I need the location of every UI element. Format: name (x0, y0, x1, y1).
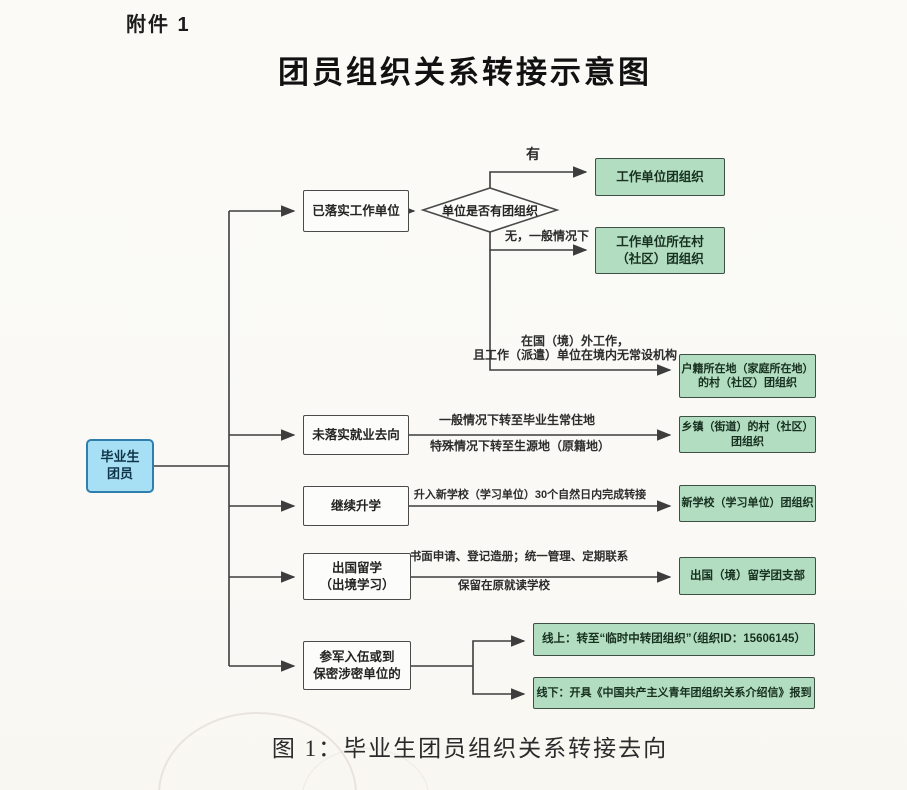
edge-label-has-league: 有 (526, 146, 540, 162)
result-online-transfer: 线上：转至“临时中转团组织”（组织ID：15606145） (533, 623, 815, 656)
result-offline-letter: 线下：开具《中国共产主义青年团组织关系介绍信》报到 (533, 677, 815, 709)
result-new-school-league: 新学校（学习单位）团组织 (679, 485, 816, 522)
edge-label-new-school-rule: 升入新学校（学习单位）30个自然日内完成转接 (413, 489, 647, 501)
decision-unit-has-league: 单位是否有团组织 (441, 204, 538, 218)
node-no-employment: 未落实就业去向 (303, 415, 409, 455)
figure-caption: 图 1：毕业生团员组织关系转接去向 (271, 736, 669, 761)
attachment-label: 附件 1 (126, 14, 191, 36)
node-further-study: 继续升学 (303, 486, 409, 526)
result-household-village-league: 户籍所在地（家庭所在地） 的村（社区）团组织 (679, 354, 816, 398)
edge-label-keep-school: 保留在原就读学校 (458, 580, 550, 592)
node-work-unit-secured: 已落实工作单位 (303, 190, 409, 232)
result-work-unit-village-league: 工作单位所在村 （社区）团组织 (595, 227, 725, 274)
node-graduate-member: 毕业生 团员 (86, 439, 154, 493)
edge-label-abroad-work: 在国（境）外工作， 且工作（派遣）单位在境内无常设机构 (472, 334, 677, 363)
result-work-unit-league: 工作单位团组织 (595, 158, 725, 196)
node-study-abroad: 出国留学 （出境学习） (303, 553, 411, 600)
node-military-confidential: 参军入伍或到 保密涉密单位的 (303, 641, 411, 690)
edge-label-usual-residence: 一般情况下转至毕业生常住地 (438, 413, 595, 427)
edge-label-abroad-manage: 书面申请、登记造册；统一管理、定期联系 (409, 551, 629, 563)
edge-label-no-league: 无，一般情况下 (504, 229, 589, 243)
result-abroad-study-branch: 出国（境）留学团支部 (679, 557, 816, 595)
result-township-village-league: 乡镇（街道）的村（社区） 团组织 (679, 416, 816, 453)
page-title: 团员组织关系转接示意图 (278, 55, 652, 90)
edge-label-origin-place: 特殊情况下转至生源地（原籍地） (429, 439, 610, 453)
